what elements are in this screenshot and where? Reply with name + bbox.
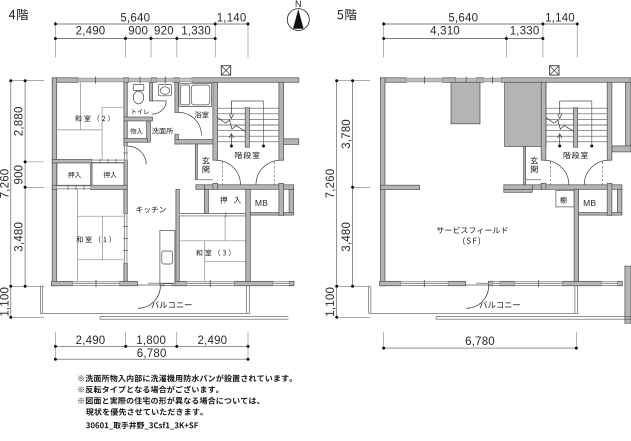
compass-n-label: N <box>295 0 302 9</box>
north-arrow-icon <box>293 9 304 29</box>
plan4-label-meter-box: MB <box>255 198 268 208</box>
plan4-dim-bot-total: 6,780 <box>137 348 167 360</box>
plan4-dim-top-seg2: 920 <box>154 25 174 37</box>
plan4-dim-top-seg0: 2,490 <box>76 25 106 37</box>
plan5-shaft-symbol <box>549 65 560 76</box>
plan5-dim-top-seg0: 4,310 <box>430 25 460 37</box>
plan5-dim-left-balcony: 1,100 <box>325 287 337 317</box>
compass-circle <box>286 8 310 32</box>
kitchen-counter <box>159 230 176 284</box>
plan4-dim-top-total: 5,640 <box>120 12 150 24</box>
plan4-dim-left-seg0: 2,880 <box>14 106 26 136</box>
plan5-walls <box>379 76 631 324</box>
plan4-dim-left-seg1: 900 <box>14 165 26 185</box>
plan4-dim-bot-seg0: 2,490 <box>76 335 106 347</box>
plan4-shaft-symbol <box>220 65 232 76</box>
plan4-dimensions: 5,640 1,140 2,490 900 920 1,330 7,260 1,100 2,88… <box>0 12 250 361</box>
plan4-dim-top-seg1: 900 <box>128 25 148 37</box>
plan5-dim-left-total: 7,260 <box>325 169 337 199</box>
plan4: 5,640 1,140 2,490 900 920 1,330 7,260 1,100 2,88… <box>0 12 300 361</box>
plan5-stairwell <box>532 81 623 282</box>
plan4-dim-bot-seg2: 2,490 <box>198 335 228 347</box>
plan5: 5,640 1,140 4,310 1,330 7,260 1,100 3,780 3,480… <box>325 12 631 350</box>
plan4-tatami-lines <box>56 82 246 282</box>
plan4-dim-left-balcony: 1,100 <box>0 287 11 317</box>
washbasin-fixture <box>158 84 172 97</box>
plan5-shaft-block-2 <box>504 81 547 147</box>
plan4-balcony <box>40 285 289 320</box>
bathtub-fixture <box>178 82 212 107</box>
plan5-entry-door-right <box>583 159 609 185</box>
plan5-dim-left-seg1: 3,480 <box>341 222 353 252</box>
plan5-balcony <box>368 285 631 320</box>
plan4-openings <box>57 146 246 263</box>
plan4-dim-left-seg2: 3,480 <box>14 222 26 252</box>
plan4-dim-top-right: 1,140 <box>217 12 247 24</box>
plan5-dim-bot-total: 6,780 <box>465 336 495 348</box>
plan5-shaft-block-1 <box>450 81 481 125</box>
plan4-dim-bot-seg1: 1,800 <box>136 335 166 347</box>
plan4-entry-door-right <box>255 159 281 185</box>
plan5-dim-left-seg0: 3,780 <box>341 119 353 149</box>
plan5-dim-top-seg1: 1,330 <box>510 25 540 37</box>
plan5-dim-top-right: 1,140 <box>545 12 575 24</box>
plan5-entry-door-left <box>544 159 570 185</box>
plan4-entry-door-left <box>215 159 241 185</box>
plan4-dim-left-total: 7,260 <box>0 169 11 199</box>
plan5-dimensions: 5,640 1,140 4,310 1,330 7,260 1,100 3,780 3,480… <box>325 12 579 350</box>
plan4-stairwell <box>204 81 294 282</box>
toilet-fixture <box>132 84 145 105</box>
plan4-dim-top-seg3: 1,330 <box>181 25 211 37</box>
plan4-walls <box>50 76 300 287</box>
compass: N <box>286 0 310 32</box>
plan4-door-swings <box>127 100 202 165</box>
plan5-label-meter-box: MB <box>583 198 596 208</box>
plan5-dim-top-total: 5,640 <box>448 12 478 24</box>
